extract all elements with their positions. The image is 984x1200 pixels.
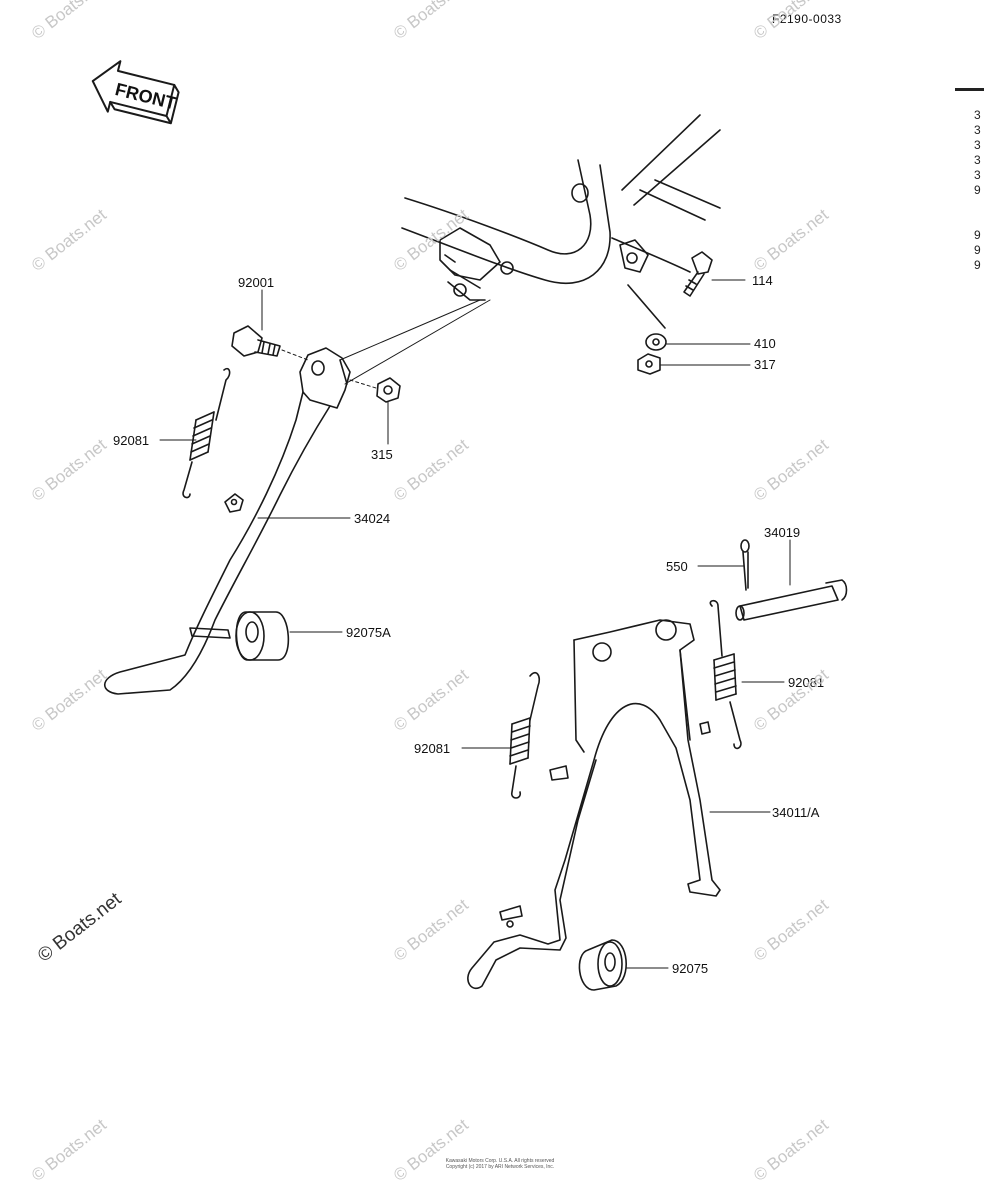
side-strip-char: 3	[974, 123, 981, 137]
diagram-code: F2190-0033	[772, 12, 842, 26]
label-92001: 92001	[238, 275, 275, 290]
side-strip-char: 3	[974, 108, 981, 122]
side-divider	[955, 88, 984, 91]
spring-92081-center	[509, 671, 541, 799]
side-strip-char: 3	[974, 168, 981, 182]
leader-lines	[159, 279, 791, 969]
label-317: 317	[754, 357, 776, 372]
footer-line: Copyright (c) 2017 by ARI Network Servic…	[445, 1164, 555, 1170]
label-410: 410	[754, 336, 776, 351]
side-strip-char: 9	[974, 243, 981, 257]
bolt-92001	[231, 325, 281, 357]
label-550: 550	[666, 559, 688, 574]
nut-315	[376, 377, 401, 403]
side-strip-char: 9	[974, 183, 981, 197]
label-92081-left: 92081	[113, 433, 150, 448]
label-92081-center: 92081	[414, 741, 451, 756]
pin-34019	[735, 579, 848, 621]
front-arrow-icon: FRONT	[91, 60, 180, 125]
rubber-92075A	[235, 611, 290, 661]
label-92075A: 92075A	[346, 625, 391, 640]
bolt-114	[683, 251, 713, 297]
label-34024: 34024	[354, 511, 391, 526]
washer-410	[645, 333, 667, 351]
label-315: 315	[371, 447, 393, 462]
side-strip: 3 3 3 3 3 9 9 9 9	[974, 108, 984, 273]
label-92075: 92075	[672, 961, 709, 976]
copyright-footer: Kawasaki Motors Corp. U.S.A. All rights …	[350, 1158, 650, 1170]
spring-92081-left	[182, 367, 231, 499]
label-34011A: 34011/A	[772, 805, 820, 820]
nut-317	[637, 353, 661, 375]
side-strip-char: 3	[974, 153, 981, 167]
spring-92081-right	[709, 599, 742, 750]
label-92081-right: 92081	[788, 675, 825, 690]
rubber-92075	[578, 939, 627, 991]
label-34019: 34019	[764, 525, 801, 540]
footer-line: Kawasaki Motors Corp. U.S.A. All rights …	[445, 1158, 555, 1164]
cotter-pin-550	[740, 539, 750, 591]
side-strip-char: 9	[974, 228, 981, 242]
side-strip-char: 3	[974, 138, 981, 152]
label-114: 114	[752, 273, 773, 288]
side-strip-char: 9	[974, 258, 981, 272]
side-stand-34024	[103, 347, 351, 695]
center-stand-34011A	[467, 619, 721, 990]
frame	[401, 114, 721, 329]
